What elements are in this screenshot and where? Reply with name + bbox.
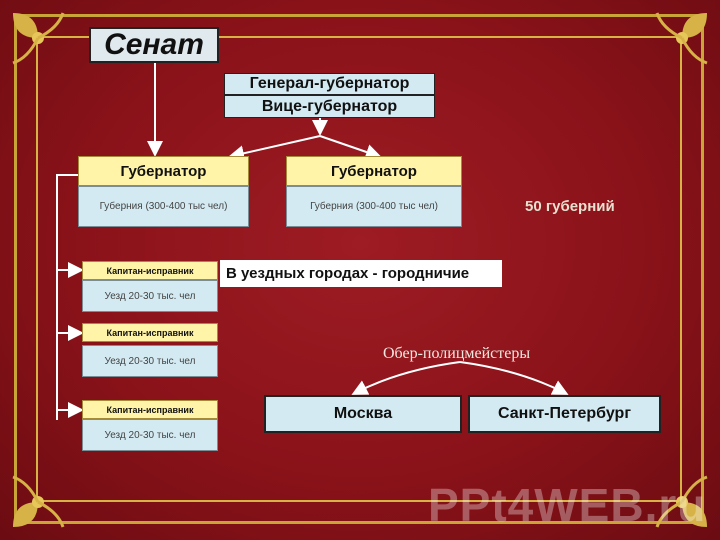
governor-title-box: Губернатор xyxy=(286,156,462,186)
captain-title-box: Капитан-исправник xyxy=(82,323,218,342)
ornament-corner-icon xyxy=(655,12,708,65)
senate-box: Сенат xyxy=(89,27,219,63)
captain-title-box: Капитан-исправник xyxy=(82,400,218,419)
governor-right-arrow xyxy=(319,135,382,160)
vice-governor-box: Вице-губернатор xyxy=(224,95,435,118)
governor-subtitle-box: Губерния (300-400 тыс чел) xyxy=(78,186,249,227)
governor-bracket xyxy=(56,174,78,420)
governor-subtitle-box: Губерния (300-400 тыс чел) xyxy=(286,186,462,227)
ober-to-spb-arrow xyxy=(459,361,569,395)
ornament-corner-icon xyxy=(655,475,708,528)
captain-subtitle-box: Уезд 20-30 тыс. чел xyxy=(82,419,218,451)
captain-subtitle-box: Уезд 20-30 тыс. чел xyxy=(82,280,218,312)
governor-general-box: Генерал-губернатор xyxy=(224,73,435,95)
governor-left-arrow xyxy=(228,135,321,162)
city-moscow-box: Москва xyxy=(264,395,462,433)
ober-police-label: Обер-полицмейстеры xyxy=(383,345,531,362)
ornament-corner-icon xyxy=(12,12,65,65)
city-spb-box: Санкт-Петербург xyxy=(468,395,661,433)
captain-subtitle-box: Уезд 20-30 тыс. чел xyxy=(82,345,218,377)
gold-frame-inner xyxy=(36,36,682,502)
gubernia-count-label: 50 губерний xyxy=(525,198,615,215)
ornament-corner-icon xyxy=(12,475,65,528)
watermark-logo: PPt4WEB.ru xyxy=(428,479,707,531)
captain-title-box: Капитан-исправник xyxy=(82,261,218,280)
ober-to-moscow-arrow xyxy=(351,361,461,395)
governor-title-box: Губернатор xyxy=(78,156,249,186)
uezd-cities-note: В уездных городах - городничие xyxy=(220,260,502,287)
gold-frame-outer xyxy=(14,14,704,524)
